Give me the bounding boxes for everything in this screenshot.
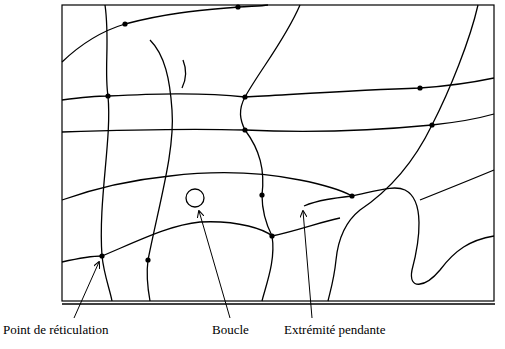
- chain: [182, 60, 186, 88]
- leader-line: [303, 211, 312, 318]
- chain: [420, 170, 494, 200]
- loop: [186, 189, 204, 207]
- callout-label: Extrémité pendante: [284, 323, 385, 337]
- chain: [62, 78, 494, 100]
- chain: [62, 218, 340, 262]
- leader-line: [74, 262, 99, 318]
- chain: [240, 5, 300, 301]
- crosslink-dots: [99, 4, 434, 262]
- leader-lines: [74, 211, 312, 318]
- frame: [62, 5, 494, 301]
- chain: [62, 173, 352, 200]
- chain: [62, 5, 268, 62]
- callout-label: Boucle: [212, 323, 249, 337]
- callout-label: Point de réticulation: [3, 323, 108, 337]
- chain: [328, 5, 478, 301]
- frame-base: [62, 303, 495, 305]
- polymer-chains: [62, 5, 494, 301]
- chain: [147, 40, 172, 301]
- chain: [304, 188, 494, 284]
- leader-line: [199, 211, 230, 318]
